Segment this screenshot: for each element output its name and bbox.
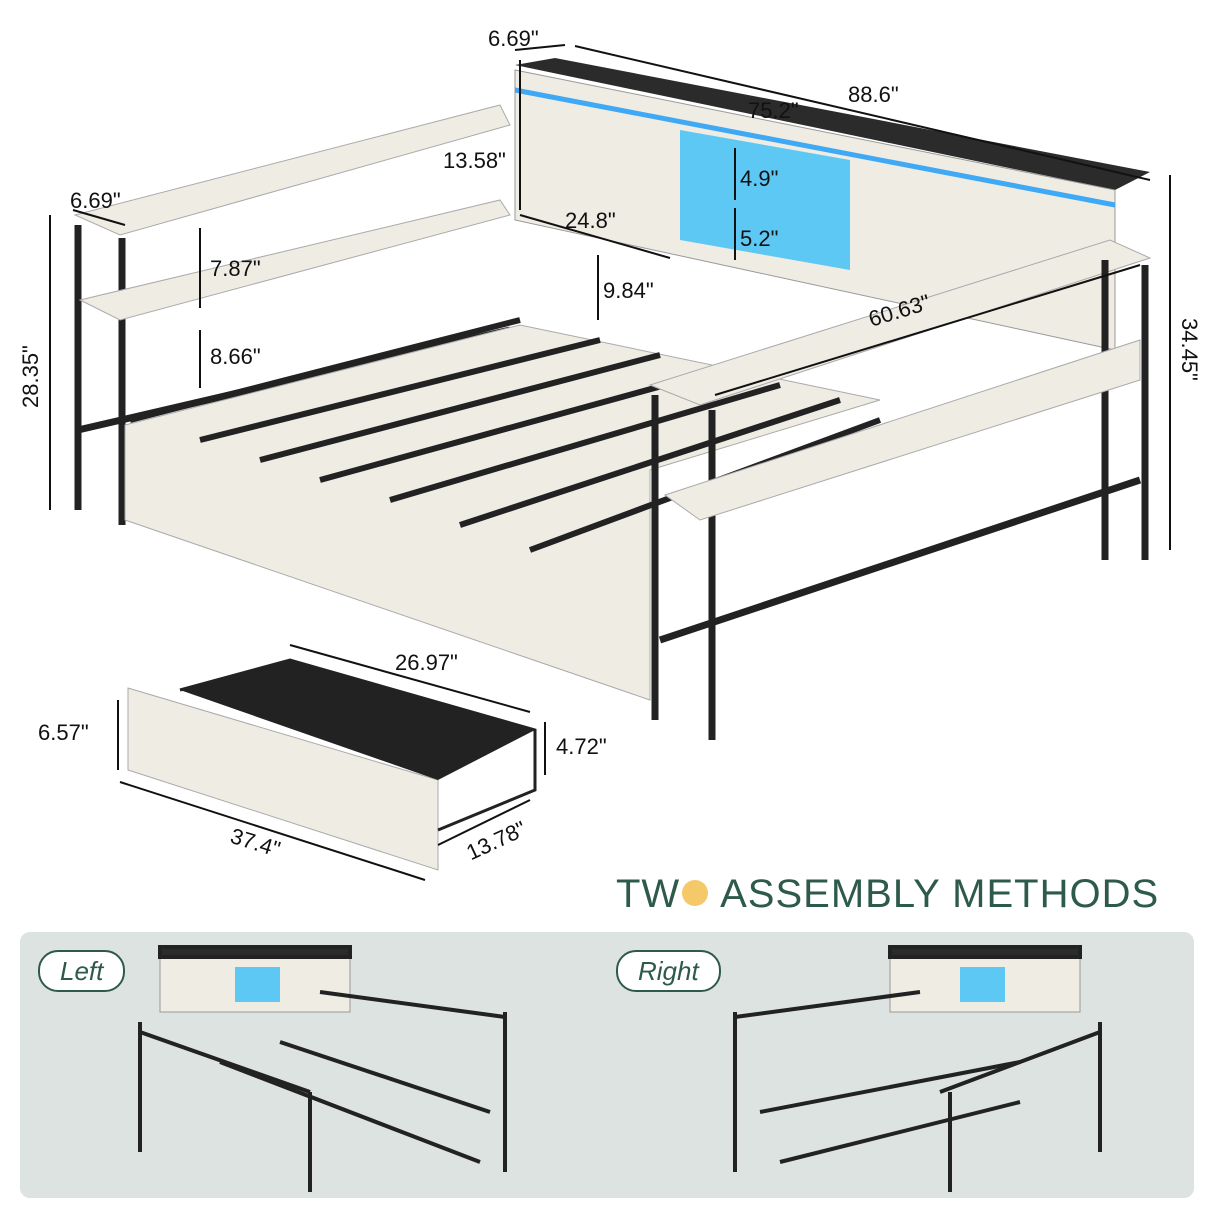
dim-side-depth: 6.69" (70, 188, 121, 213)
dim-under-shelf: 9.84" (603, 278, 654, 303)
right-assembly-bed (733, 945, 1102, 1192)
left-assembly-bed (138, 945, 507, 1192)
dim-shelf-gap-lower: 8.66" (210, 344, 261, 369)
dim-inner-headboard: 75.2" (748, 98, 799, 123)
dim-shelf-gap-upper: 7.87" (210, 256, 261, 281)
dim-cubby-upper: 4.9" (740, 166, 779, 191)
dim-total-height: 34.45" (1177, 318, 1202, 381)
dim-total-length: 88.6" (848, 82, 899, 107)
dim-drawer-basket-height: 4.72" (556, 734, 607, 759)
drawer-illustration (127, 658, 537, 871)
right-assembly-label: Right (616, 950, 721, 992)
right-shelf-unit (648, 239, 1152, 740)
title-part-1: TW (616, 872, 681, 916)
dim-headboard-height: 13.58" (443, 148, 506, 173)
dim-cubby-lower: 5.2" (740, 226, 779, 251)
bed-frame (124, 317, 882, 701)
dim-drawer-front-height: 6.57" (38, 720, 89, 745)
dimension-lines (49, 44, 1171, 881)
dim-side-height: 28.35" (18, 345, 43, 408)
assembly-title: TW ASSEMBLY METHODS (616, 872, 1159, 917)
assembly-illustrations (138, 945, 1102, 1192)
left-assembly-label: Left (38, 950, 126, 992)
title-part-2: ASSEMBLY METHODS (720, 872, 1160, 916)
dim-drawer-inner-length: 26.97" (395, 650, 458, 675)
assembly-methods-panel: Left Right (20, 932, 1194, 1198)
headboard (514, 58, 1150, 351)
accent-dot-icon (682, 880, 709, 907)
dim-headboard-depth: 6.69" (488, 26, 539, 51)
dim-cubby-width: 24.8" (565, 208, 616, 233)
